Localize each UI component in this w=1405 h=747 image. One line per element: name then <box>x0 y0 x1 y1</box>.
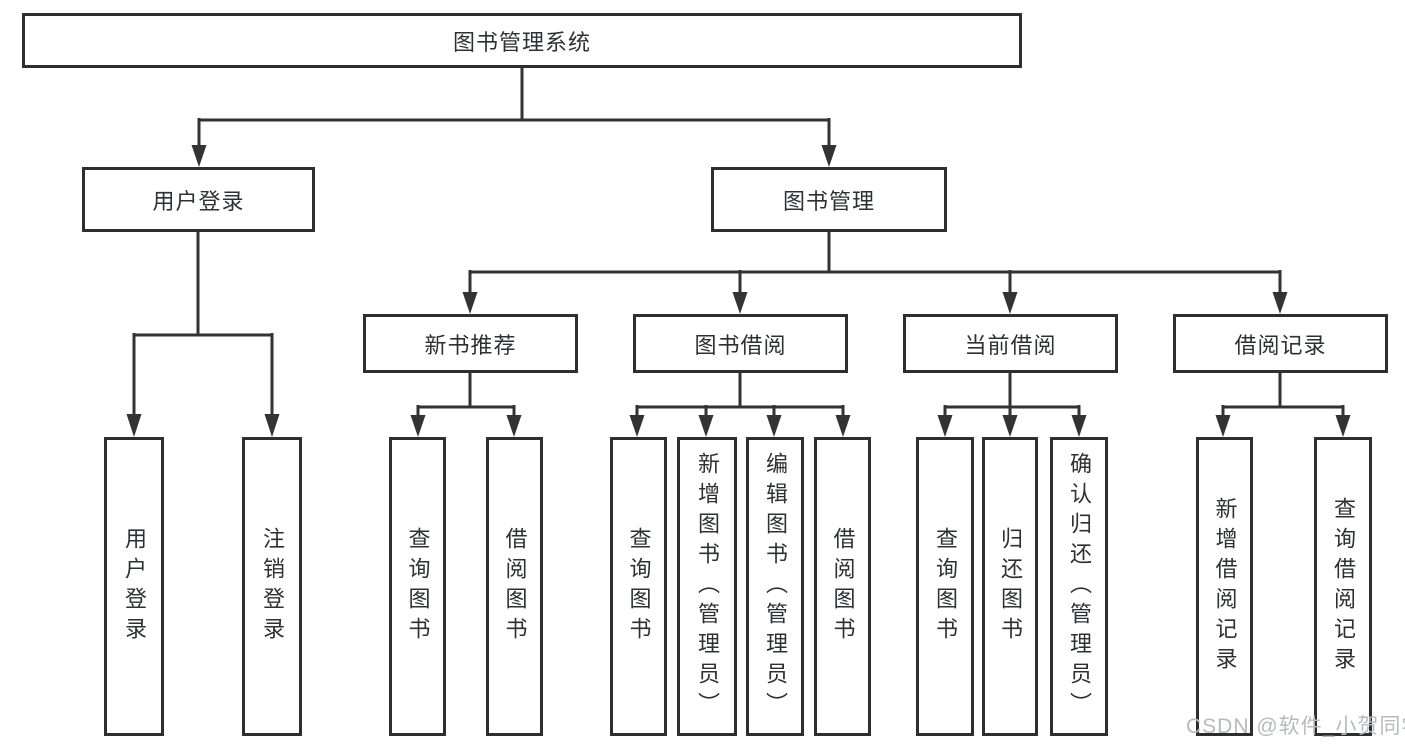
node-library-system: 图书管理系统 <box>22 13 1022 68</box>
leaf-confirm-return-admin: 确认归还（管理员） <box>1050 437 1108 736</box>
leaf-query-books-1: 查询图书 <box>389 437 446 736</box>
leaf-query-books-1-label: 查询图书 <box>405 526 431 647</box>
node-user-login: 用户登录 <box>82 167 315 232</box>
leaf-confirm-return-admin-label: 确认归还（管理员） <box>1067 451 1092 722</box>
leaf-query-books-2-label: 查询图书 <box>626 526 652 647</box>
leaf-add-borrow-record: 新增借阅记录 <box>1196 437 1253 736</box>
leaf-add-books-admin-label: 新增图书（管理员） <box>695 451 720 722</box>
leaf-logout-login-label: 注销登录 <box>260 526 285 647</box>
leaf-add-borrow-record-label: 新增借阅记录 <box>1212 496 1238 677</box>
leaf-borrow-books-2-label: 借阅图书 <box>830 526 856 647</box>
leaf-borrow-books-1: 借阅图书 <box>486 437 543 736</box>
node-book-borrowing: 图书借阅 <box>633 314 848 373</box>
leaf-borrow-books-2: 借阅图书 <box>814 437 871 736</box>
leaf-query-books-3: 查询图书 <box>916 437 974 736</box>
leaf-logout-login: 注销登录 <box>242 437 302 736</box>
leaf-query-books-2: 查询图书 <box>610 437 667 736</box>
leaf-borrow-books-1-label: 借阅图书 <box>502 526 528 647</box>
leaf-edit-books-admin-label: 编辑图书（管理员） <box>763 451 788 722</box>
node-new-book-recommend: 新书推荐 <box>363 314 578 373</box>
node-current-borrowing: 当前借阅 <box>903 314 1118 373</box>
leaf-return-books-label: 归还图书 <box>998 526 1023 647</box>
leaf-return-books: 归还图书 <box>982 437 1038 736</box>
leaf-query-borrow-record-label: 查询借阅记录 <box>1331 496 1356 677</box>
node-borrowing-records: 借阅记录 <box>1173 314 1388 373</box>
leaf-edit-books-admin: 编辑图书（管理员） <box>746 437 804 736</box>
leaf-user-login: 用户登录 <box>104 437 164 736</box>
leaf-user-login-label: 用户登录 <box>122 526 147 647</box>
watermark: CSDN @软件_小贺同学 <box>1186 715 1405 738</box>
leaf-query-borrow-record: 查询借阅记录 <box>1314 437 1372 736</box>
leaf-add-books-admin: 新增图书（管理员） <box>677 437 737 736</box>
node-book-management: 图书管理 <box>711 167 947 232</box>
leaf-query-books-3-label: 查询图书 <box>933 526 958 647</box>
